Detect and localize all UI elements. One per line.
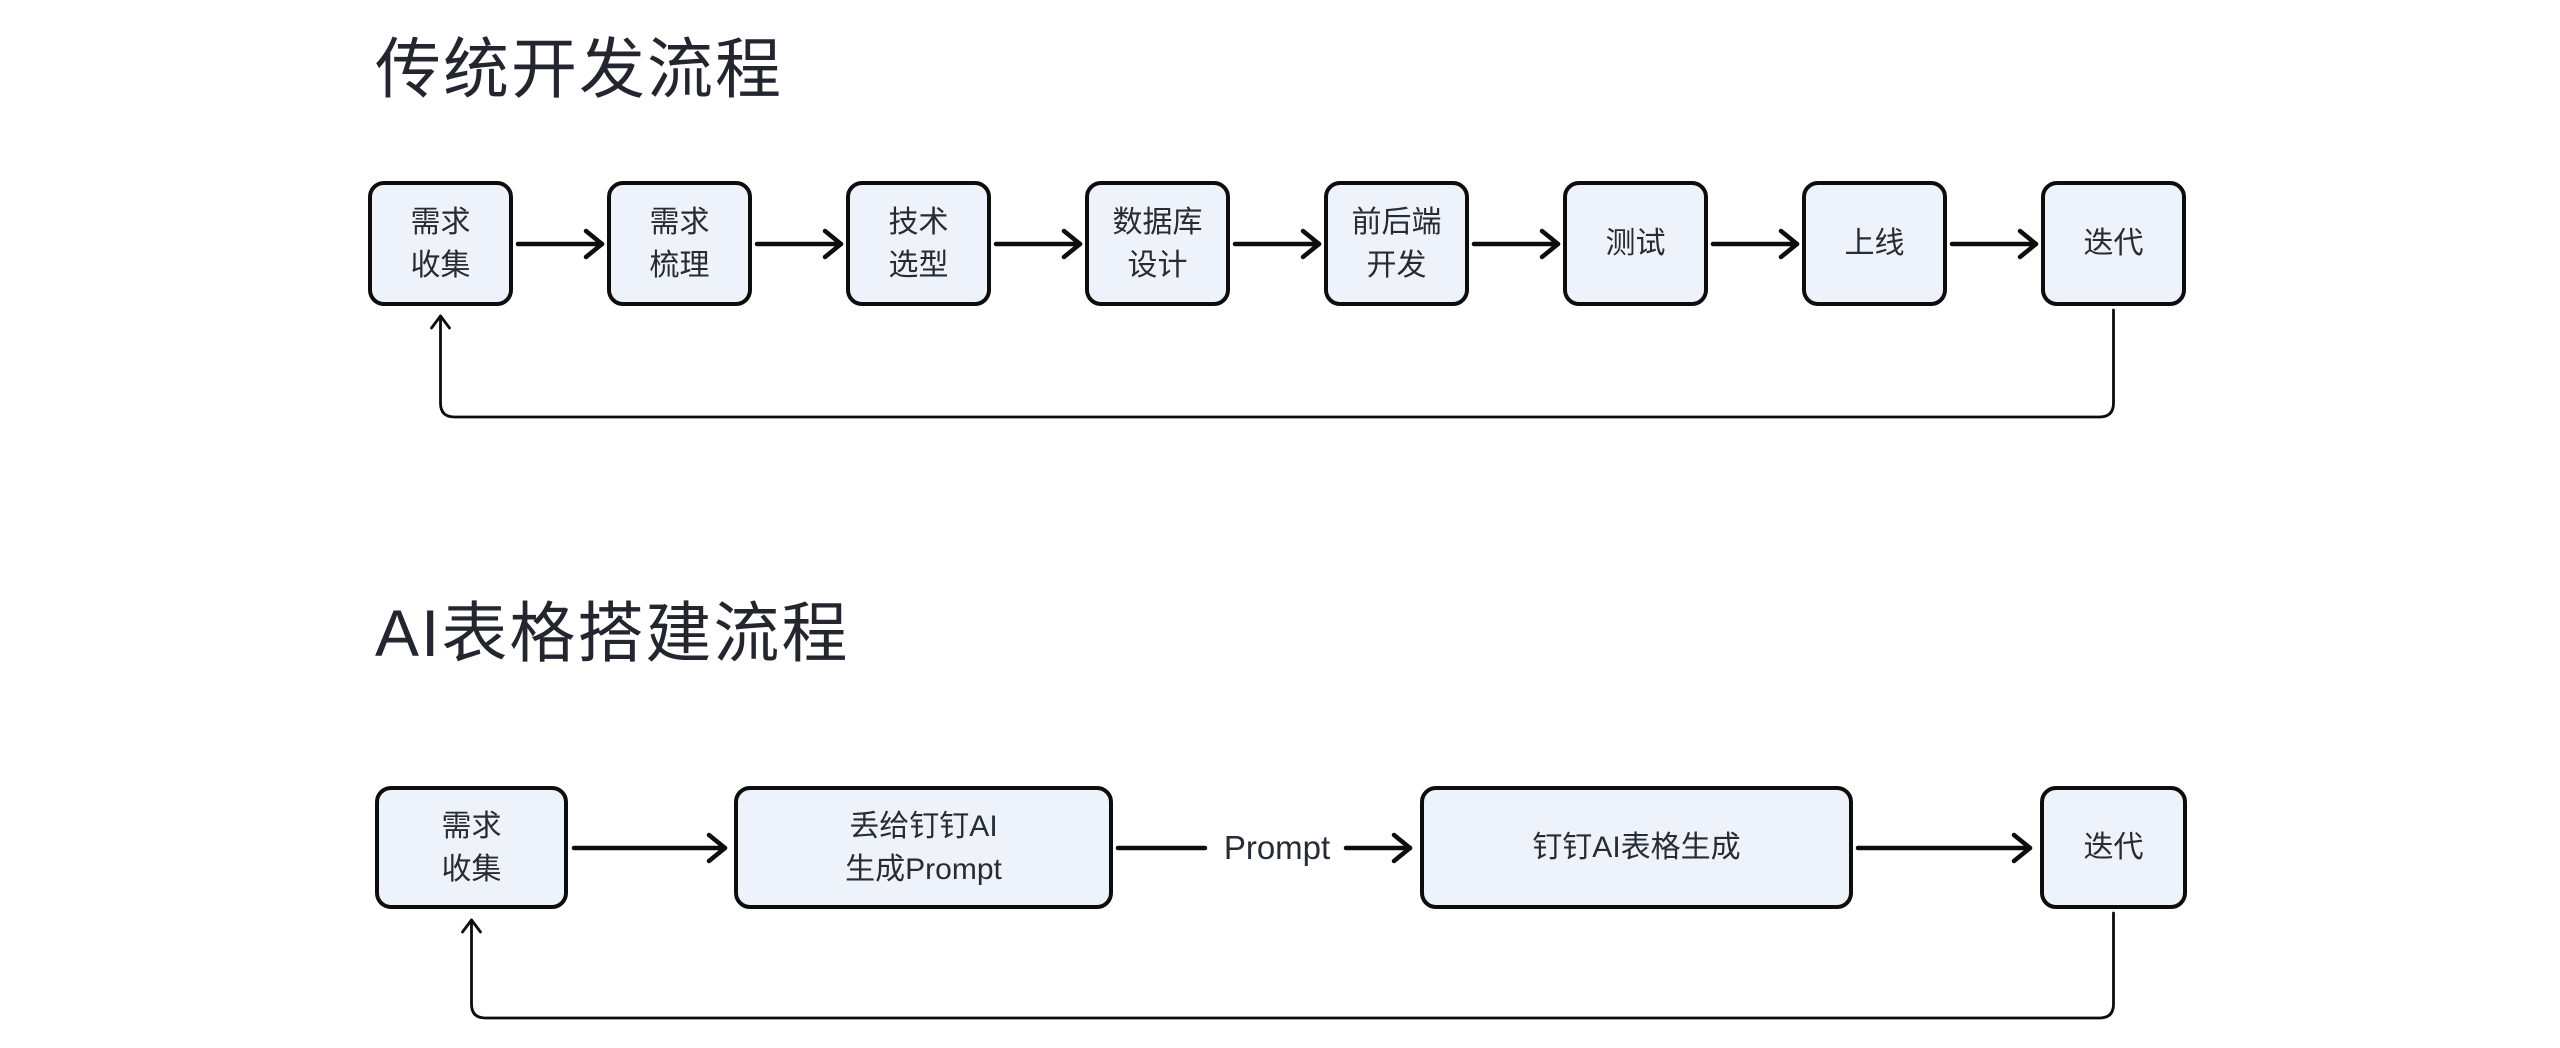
flow2-node-dingtalk-ai-generate-prompt: 丢给钉钉AI 生成Prompt	[734, 786, 1113, 909]
node-label-line: 技术	[888, 205, 949, 239]
node-label-line: 选型	[888, 248, 949, 282]
node-label-line: 前后端	[1351, 205, 1442, 239]
node-label-line: 收集	[441, 852, 502, 886]
flow1-node-frontend-backend-dev: 前后端 开发	[1324, 181, 1469, 306]
flow1-node-testing: 测试	[1563, 181, 1708, 306]
node-label-line: 数据库	[1112, 205, 1203, 239]
flow1-node-requirements-sorting: 需求 梳理	[607, 181, 752, 306]
node-label-line: 梳理	[649, 248, 710, 282]
node-label-line: 需求	[410, 205, 471, 239]
flow2-node-requirements-gathering: 需求 收集	[375, 786, 568, 909]
node-label-line: 需求	[441, 809, 502, 843]
flow1-title: 传统开发流程	[375, 32, 783, 106]
flow1-node-launch: 上线	[1802, 181, 1947, 306]
flow1-node-iteration: 迭代	[2041, 181, 2186, 306]
flow2-title: AI表格搭建流程	[375, 596, 850, 670]
node-label-line: 设计	[1127, 248, 1188, 282]
node-label-line: 上线	[1844, 227, 1905, 260]
node-label-line: 迭代	[2083, 227, 2144, 260]
prompt-edge-label: Prompt	[1223, 829, 1331, 866]
node-label-line: 钉钉AI表格生成	[1532, 831, 1741, 864]
node-label-line: 迭代	[2083, 831, 2144, 864]
node-label-line: 丢给钉钉AI	[849, 809, 998, 843]
flow2-feedback-loop	[461, 911, 2115, 1020]
flow2-node-dingtalk-ai-table-generation: 钉钉AI表格生成	[1420, 786, 1853, 909]
node-label-line: 开发	[1366, 248, 1427, 282]
node-label-line: 生成Prompt	[845, 852, 1002, 886]
node-label-line: 需求	[649, 205, 710, 239]
flow1-node-tech-selection: 技术 选型	[846, 181, 991, 306]
flow1-node-database-design: 数据库 设计	[1085, 181, 1230, 306]
flow2-node-iteration: 迭代	[2040, 786, 2187, 909]
flow1-node-requirements-gathering: 需求 收集	[368, 181, 513, 306]
flow1-feedback-loop	[430, 308, 2115, 419]
node-label-line: 测试	[1605, 227, 1666, 260]
node-label-line: 收集	[410, 248, 471, 282]
